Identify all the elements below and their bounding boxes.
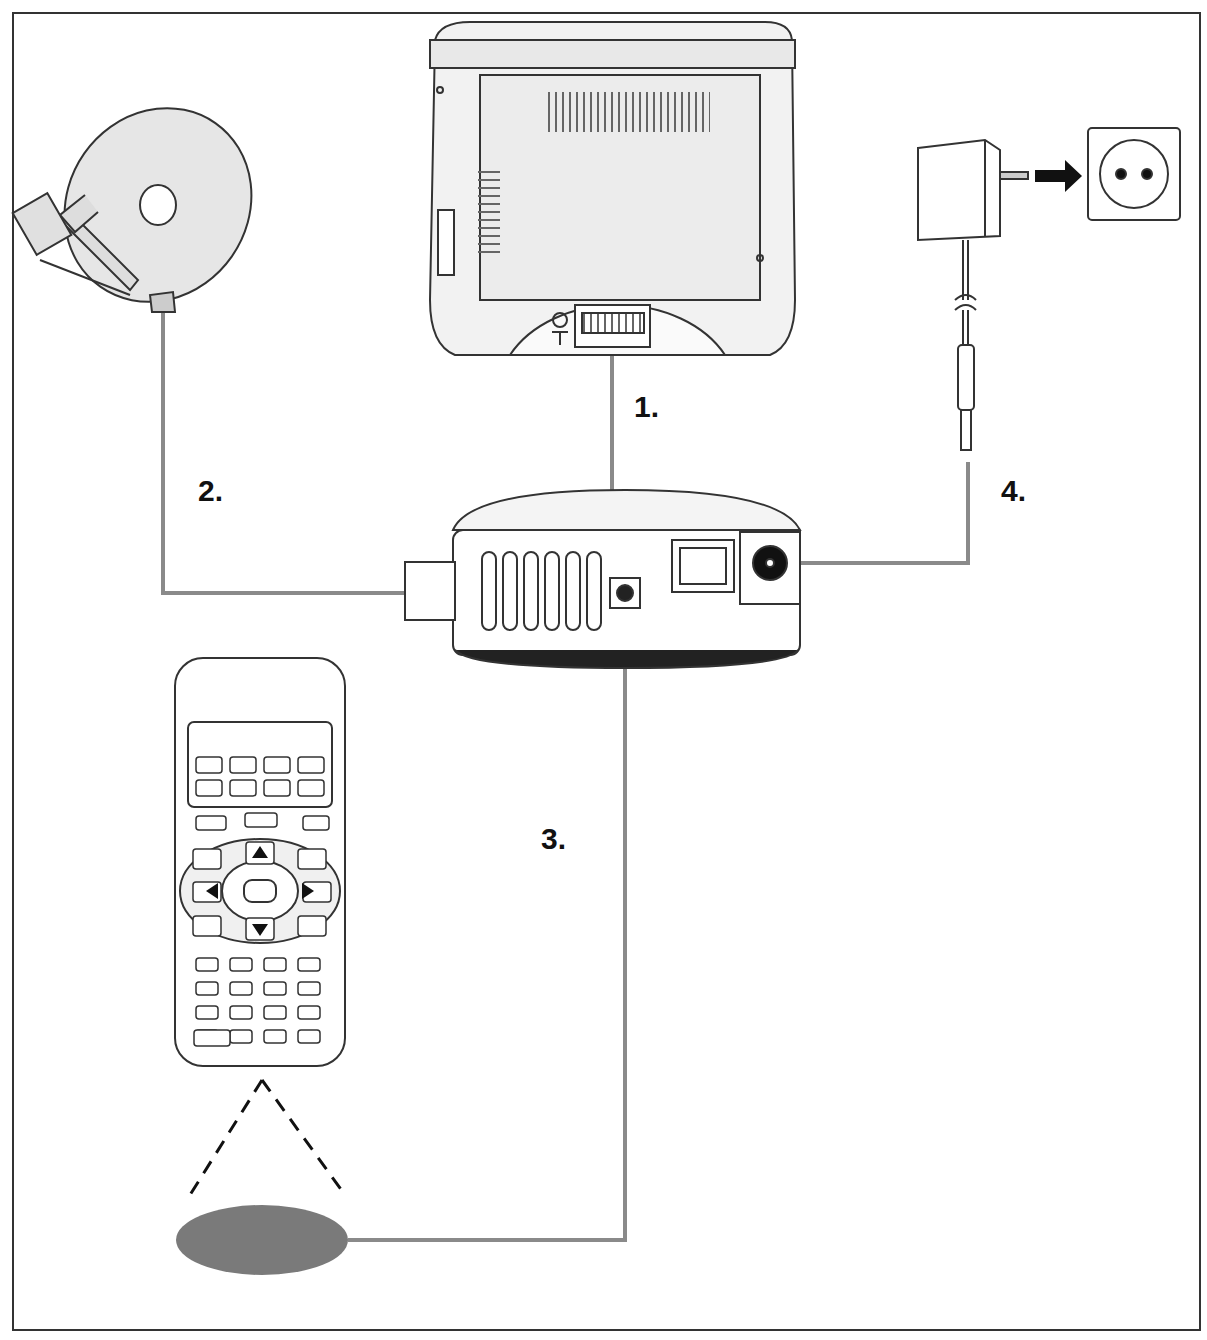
cables xyxy=(163,312,968,1240)
remote-button xyxy=(298,780,324,796)
remote-button xyxy=(264,982,286,995)
remote-button xyxy=(298,1006,320,1019)
remote-control xyxy=(175,658,345,1066)
remote-button xyxy=(230,982,252,995)
callout-number: 4. xyxy=(1001,476,1026,506)
remote-button xyxy=(196,757,222,773)
remote-button xyxy=(196,780,222,796)
satellite-dish xyxy=(13,71,289,338)
remote-button xyxy=(298,1030,320,1043)
receiver xyxy=(405,490,800,668)
callout-number: 2. xyxy=(198,476,223,506)
remote-button xyxy=(196,982,218,995)
remote-button xyxy=(196,958,218,971)
power-cable xyxy=(800,462,968,563)
remote-button xyxy=(230,757,256,773)
ir-cable xyxy=(348,608,625,1240)
callout-number: 3. xyxy=(541,824,566,854)
remote-button xyxy=(193,849,221,869)
remote-button xyxy=(298,757,324,773)
remote-button xyxy=(298,958,320,971)
remote-button xyxy=(194,1030,230,1046)
scart-cable xyxy=(610,352,614,490)
power-adapter xyxy=(918,140,1028,450)
remote-button xyxy=(264,958,286,971)
ir-sensor xyxy=(176,1080,348,1275)
frame xyxy=(13,13,1200,1330)
remote-button xyxy=(264,780,290,796)
remote-button xyxy=(196,1006,218,1019)
remote-button xyxy=(230,958,252,971)
remote-button xyxy=(245,813,277,827)
arrow-keys xyxy=(206,846,314,936)
remote-button xyxy=(264,1030,286,1043)
wall-socket xyxy=(1088,128,1180,220)
remote-button xyxy=(303,816,329,830)
callout-number: 1. xyxy=(634,392,659,422)
remote-button xyxy=(230,1030,252,1043)
remote-button xyxy=(298,916,326,936)
plug-in-arrow xyxy=(1035,160,1082,192)
remote-button xyxy=(193,916,221,936)
remote-button xyxy=(264,757,290,773)
satellite-cable xyxy=(163,312,405,593)
remote-button xyxy=(230,1006,252,1019)
remote-button xyxy=(264,1006,286,1019)
remote-button xyxy=(230,780,256,796)
remote-button xyxy=(196,816,226,830)
remote-button xyxy=(298,982,320,995)
remote-button xyxy=(298,849,326,869)
tv-rear xyxy=(430,22,795,355)
